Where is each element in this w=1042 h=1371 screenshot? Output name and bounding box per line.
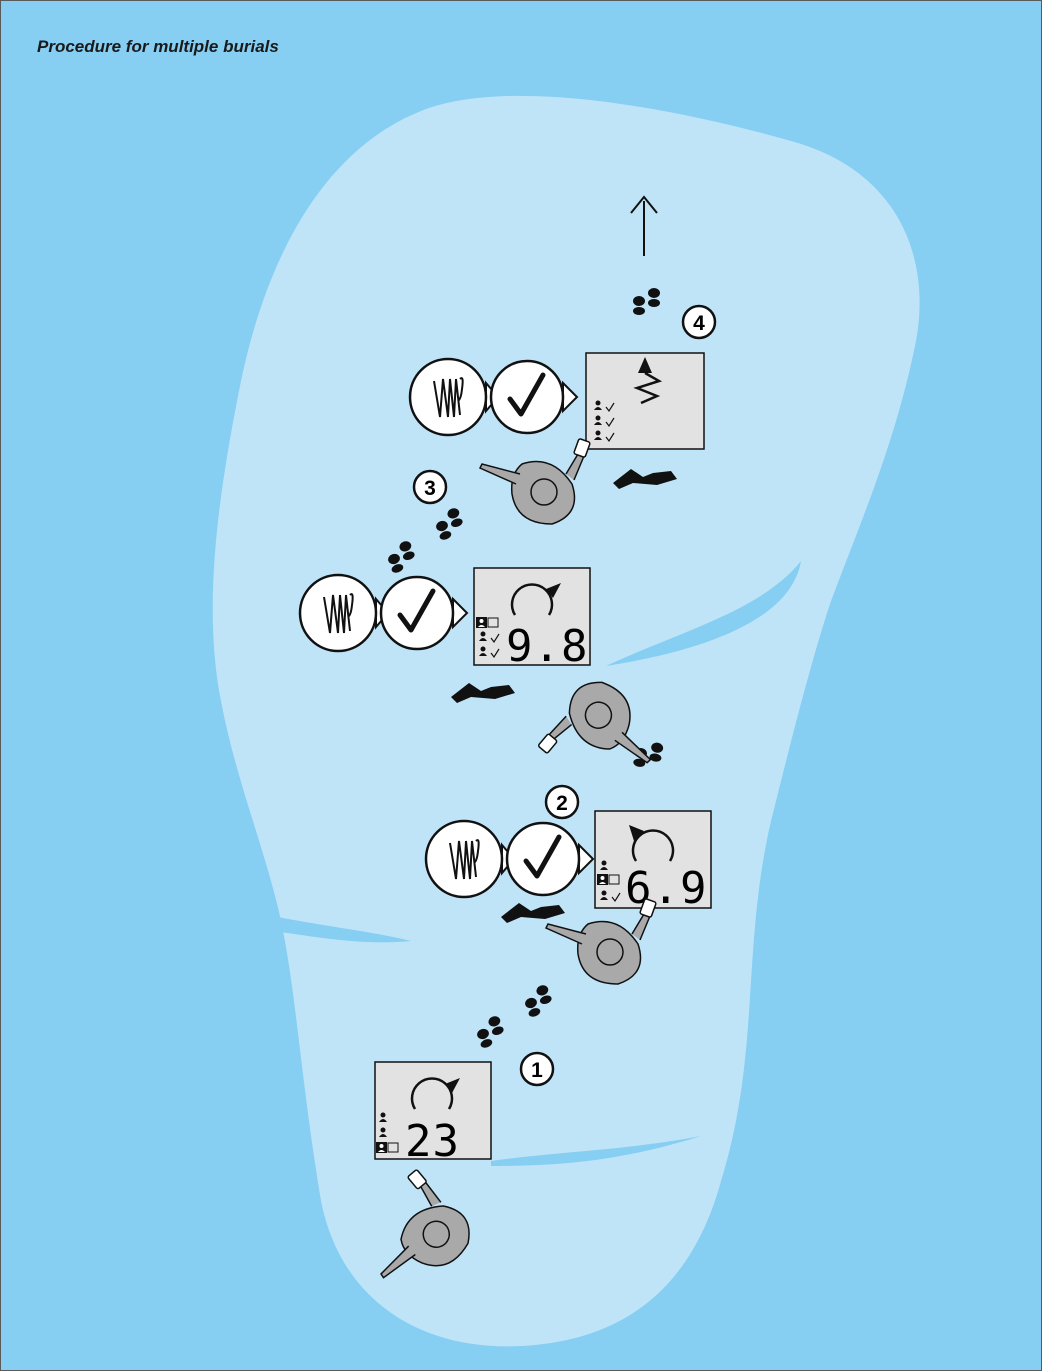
step-1-badge: 1 — [519, 1051, 555, 1087]
direction-arrow-icon — [638, 357, 652, 373]
step-4-badge: 4 — [681, 304, 717, 340]
svg-text:3: 3 — [424, 477, 436, 500]
step-1-display: 23 — [374, 1061, 492, 1167]
snow-crack — [606, 561, 801, 666]
step-4-display — [585, 352, 705, 450]
svg-text:4: 4 — [693, 312, 705, 335]
svg-text:9.8: 9.8 — [506, 621, 588, 672]
snow-crack — [273, 916, 411, 943]
step-2-display: 6.9 — [594, 810, 712, 914]
svg-text:2: 2 — [556, 792, 568, 815]
page-title: Procedure for multiple burials — [37, 37, 279, 56]
zigzag-icon — [633, 371, 663, 405]
step-2-badge: 2 — [544, 784, 580, 820]
svg-text:23: 23 — [405, 1116, 460, 1167]
direction-arrow-icon — [630, 195, 658, 256]
step-3-badge: 3 — [412, 469, 448, 505]
step-3-display: 9.8 — [473, 567, 591, 672]
svg-text:6.9: 6.9 — [625, 863, 707, 914]
svg-text:1: 1 — [531, 1059, 543, 1082]
snow-crack — [491, 1136, 701, 1166]
